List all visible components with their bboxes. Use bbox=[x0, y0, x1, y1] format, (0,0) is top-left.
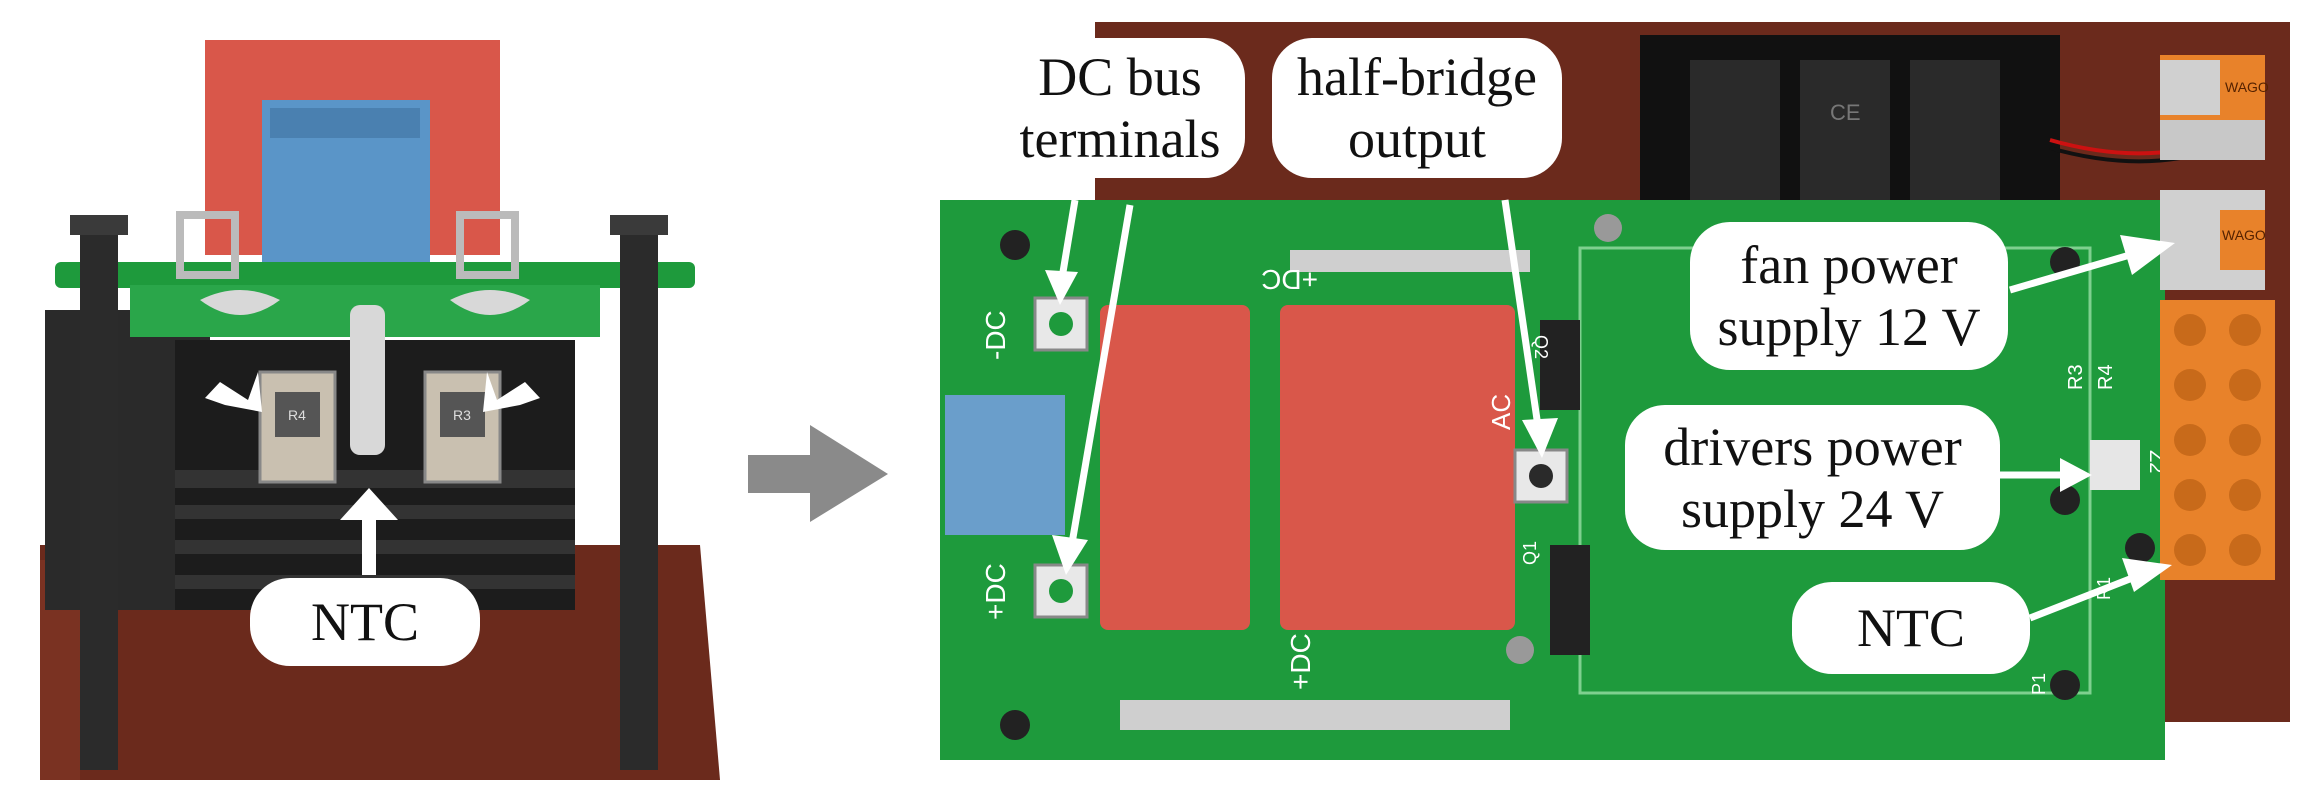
callout-right-ntc: NTC bbox=[1792, 582, 2030, 674]
arrow-right-ntc bbox=[483, 372, 540, 412]
dc-terminal-minus bbox=[1033, 296, 1089, 352]
dc-terminal-plus bbox=[1033, 563, 1089, 619]
silk-ac: AC bbox=[1486, 394, 1516, 430]
silk-p1: P1 bbox=[2029, 673, 2049, 695]
drivers-connector bbox=[2090, 440, 2140, 490]
label-drivers-line1: drivers power bbox=[1663, 416, 1962, 477]
standoff-left bbox=[80, 225, 118, 770]
heatsink bbox=[175, 340, 575, 610]
left-photo: R4 R3 bbox=[40, 40, 720, 780]
label-half-bridge-line1: half-bridge bbox=[1297, 47, 1537, 107]
capacitor-1 bbox=[1100, 305, 1250, 630]
wago-terminals: WAGO WAGO bbox=[2160, 55, 2269, 290]
silk-wago-1: WAGO bbox=[2225, 79, 2269, 95]
callout-drivers-power-supply: drivers power supply 24 V bbox=[1625, 405, 2000, 550]
silk-wago-2: WAGO bbox=[2222, 227, 2266, 243]
label-right-ntc: NTC bbox=[1857, 598, 1965, 658]
ac-output-terminal bbox=[1513, 448, 1569, 504]
right-fan: CE bbox=[1640, 35, 2060, 220]
silk-q2: Q2 bbox=[1531, 335, 1551, 359]
silk-r4: R4 bbox=[288, 407, 306, 423]
arrow-left-ntc bbox=[205, 372, 262, 412]
arrow-up-ntc bbox=[340, 488, 398, 575]
bus-bar bbox=[1120, 700, 1510, 730]
callout-left-ntc: NTC bbox=[250, 578, 480, 666]
label-drivers-line2: supply 24 V bbox=[1680, 478, 1945, 539]
arrow-dc-plus bbox=[1066, 204, 1134, 556]
capacitor-2 bbox=[1280, 305, 1515, 630]
silk-plus-dc-3: +DC bbox=[1285, 633, 1316, 690]
silk-plus-dc-2: +DC bbox=[1261, 264, 1318, 295]
label-dc-bus-line1: DC bus bbox=[1038, 47, 1202, 107]
label-dc-bus-line2: terminals bbox=[1019, 109, 1221, 169]
screw bbox=[1000, 230, 1030, 260]
transition-arrow bbox=[748, 425, 888, 522]
screw-terminals bbox=[2160, 300, 2275, 580]
transistor-left bbox=[258, 370, 337, 484]
silk-ce: CE bbox=[1830, 100, 1861, 125]
right-blue-module bbox=[945, 395, 1065, 535]
label-fan-line1: fan power bbox=[1740, 235, 1958, 295]
arrow-ntc-right bbox=[2028, 571, 2142, 622]
silk-r3-right: R3 bbox=[2065, 364, 2087, 390]
arrow-half-bridge bbox=[1501, 199, 1544, 441]
silk-minus-dc: -DC bbox=[980, 310, 1011, 360]
callout-dc-bus-terminals: DC bus terminals bbox=[995, 38, 1245, 178]
label-left-ntc: NTC bbox=[311, 592, 419, 652]
label-fan-line2: supply 12 V bbox=[1717, 297, 1981, 357]
arrow-fan-power bbox=[2009, 248, 2141, 294]
left-pcb bbox=[55, 262, 695, 288]
callout-half-bridge-output: half-bridge output bbox=[1272, 38, 1562, 178]
standoff-right bbox=[620, 225, 658, 770]
silk-r3: R3 bbox=[453, 407, 471, 423]
silk-plus-dc-1: +DC bbox=[980, 563, 1011, 620]
left-ntc-sensor bbox=[350, 305, 385, 455]
silk-q1: Q1 bbox=[1520, 541, 1540, 565]
right-photo: CE -DC +DC +DC +DC AC bbox=[940, 22, 2290, 760]
silk-r4-right: R4 bbox=[2095, 364, 2117, 390]
label-half-bridge-line2: output bbox=[1347, 109, 1486, 169]
callout-fan-power-supply: fan power supply 12 V bbox=[1690, 222, 2008, 370]
